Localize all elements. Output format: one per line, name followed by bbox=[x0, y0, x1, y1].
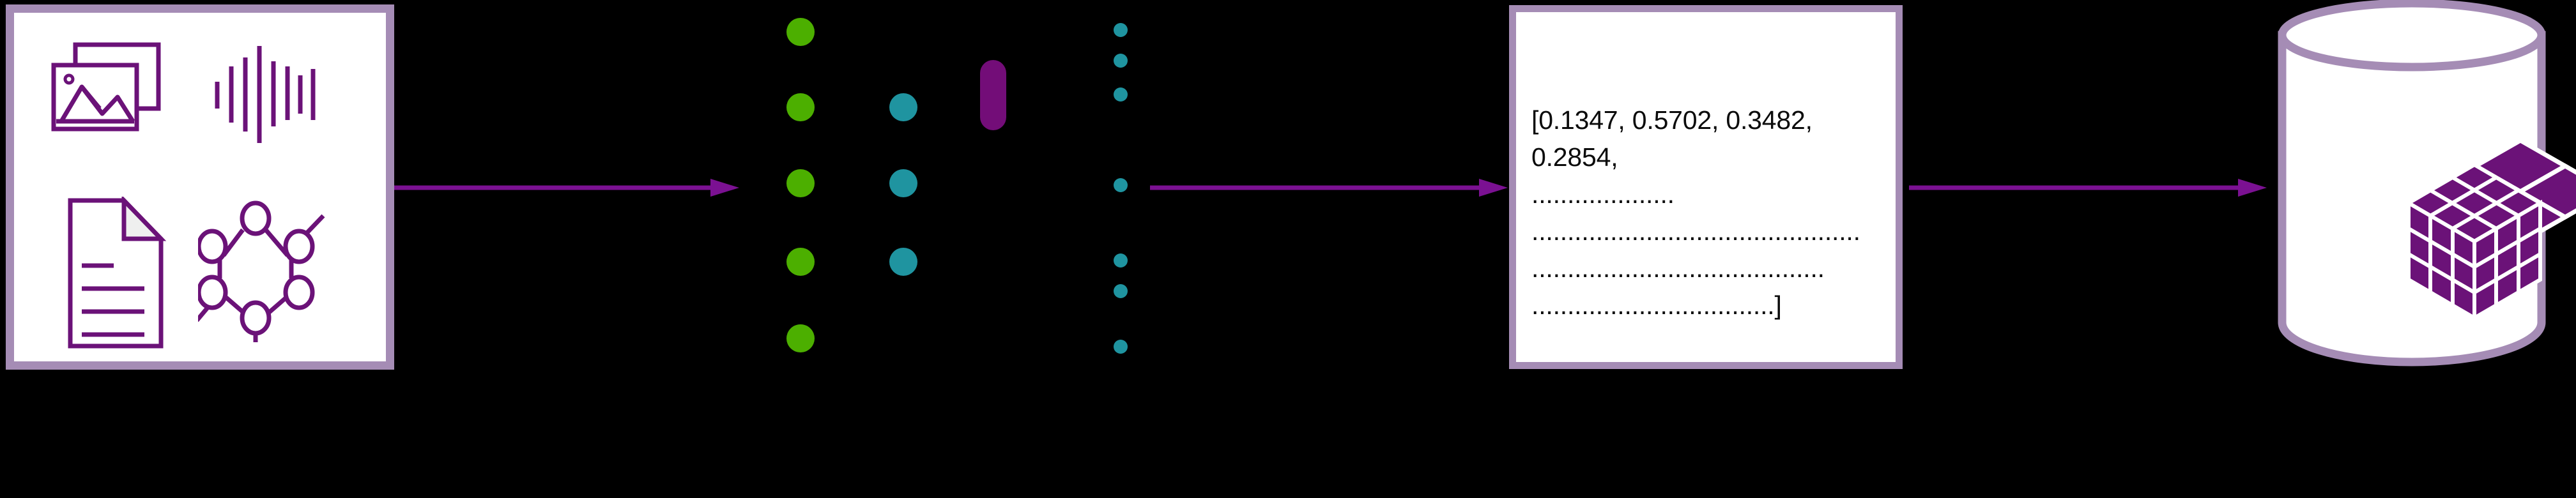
document-icon bbox=[66, 195, 169, 353]
nn-hidden-node bbox=[889, 248, 917, 276]
vector-database-group bbox=[2271, 0, 2576, 396]
nn-output-node bbox=[1114, 54, 1128, 68]
arrow-input-to-model bbox=[394, 179, 739, 197]
projection-bar bbox=[980, 60, 1006, 130]
nn-output-node bbox=[1114, 253, 1128, 268]
arrow-embedding-to-db bbox=[1909, 179, 2267, 197]
nn-input-node bbox=[786, 18, 815, 46]
molecule-graph-icon bbox=[195, 195, 345, 351]
nn-hidden-node bbox=[889, 169, 917, 197]
arrow-model-to-embedding bbox=[1150, 179, 1508, 197]
nn-hidden-node bbox=[889, 93, 917, 121]
embedding-vector-text: [0.1347, 0.5702, 0.3482, 0.2854, .......… bbox=[1531, 105, 1860, 320]
nn-input-node bbox=[786, 169, 815, 197]
nn-output-node bbox=[1114, 340, 1128, 354]
nn-output-node bbox=[1114, 284, 1128, 298]
input-sources-panel bbox=[6, 4, 394, 370]
nn-output-node bbox=[1114, 87, 1128, 102]
nn-input-node bbox=[786, 248, 815, 276]
nn-output-node bbox=[1114, 23, 1128, 37]
image-stack-icon bbox=[50, 42, 178, 147]
audio-waveform-icon bbox=[212, 43, 327, 149]
embedding-vector-panel: [0.1347, 0.5702, 0.3482, 0.2854, .......… bbox=[1509, 5, 1903, 369]
nn-input-node bbox=[786, 93, 815, 121]
nn-input-node bbox=[786, 324, 815, 352]
vector-cube-icon bbox=[2405, 137, 2576, 322]
nn-output-node bbox=[1114, 178, 1128, 192]
